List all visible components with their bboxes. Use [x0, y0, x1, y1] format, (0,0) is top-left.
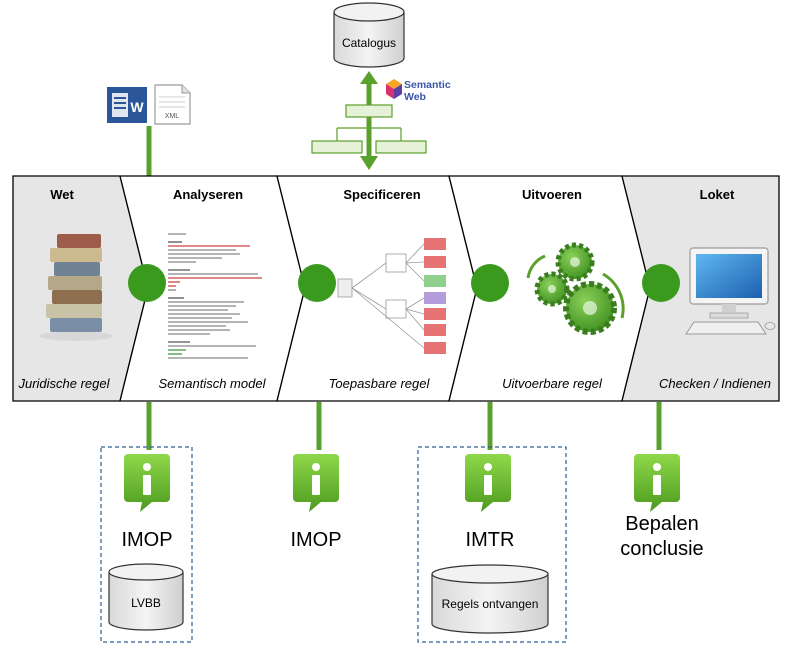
computer-icon [685, 247, 776, 335]
stage-uitvoeren-title: Uitvoeren [522, 187, 582, 202]
word-letter: W [130, 99, 144, 115]
info-icon-imop-2 [293, 454, 339, 512]
info-icon-imop-1 [124, 454, 170, 512]
stage-wet-title: Wet [50, 187, 74, 202]
imtr-label: IMTR [466, 529, 515, 551]
junction-circles [128, 264, 680, 302]
stage-specificeren-caption: Toepasbare regel [329, 376, 431, 391]
junction-analyseren-specificeren [298, 264, 336, 302]
bepalen-label-line1: Bepalen [625, 513, 698, 535]
semantic-web-line2: Web [404, 91, 426, 103]
stage-analyseren-caption: Semantisch model [159, 376, 267, 391]
stage-wet-caption: Juridische regel [17, 376, 110, 391]
stage-analyseren-title: Analyseren [173, 187, 243, 202]
semantic-web-logo: Semantic Web [386, 79, 451, 103]
bepalen-label-line2: conclusie [620, 538, 703, 560]
stage-specificeren-title: Specificeren [343, 187, 420, 202]
junction-uitvoeren-loket [642, 264, 680, 302]
decision-tree-thumbnail [337, 238, 446, 354]
stage-loket-caption: Checken / Indienen [659, 376, 771, 391]
semantic-web-cube-icon [386, 79, 402, 99]
regels-ontvangen-label: Regels ontvangen [442, 597, 539, 611]
imtr-dashed-group [417, 446, 567, 643]
regels-ontvangen-database: Regels ontvangen [431, 564, 549, 634]
junction-wet-analyseren [128, 264, 166, 302]
semantic-model-document-thumbnail [168, 233, 262, 359]
imop-dashed-group [100, 446, 193, 643]
imop-label-2: IMOP [290, 529, 341, 551]
imop-label-1: IMOP [121, 529, 172, 551]
junction-specificeren-uitvoeren [471, 264, 509, 302]
info-icon-bepalen [634, 454, 680, 512]
semantic-web-line1: Semantic [404, 79, 451, 91]
xml-label: XML [165, 113, 180, 120]
word-document-icon: W [107, 87, 147, 123]
lvbb-database: LVBB [108, 563, 184, 631]
stage-uitvoeren-caption: Uitvoerbare regel [502, 376, 603, 391]
xml-file-icon: XML [154, 84, 191, 125]
catalogus-label: Catalogus [342, 36, 396, 50]
gears-icon [526, 242, 625, 335]
stage-analyseren: Analyseren Semantisch model [119, 175, 306, 402]
stage-loket-title: Loket [700, 187, 735, 202]
lvbb-label: LVBB [131, 596, 161, 610]
catalogus-database: Catalogus [333, 2, 405, 68]
stage-loket: Loket Checken / Indienen [621, 175, 780, 402]
vertical-connectors [146, 126, 662, 450]
stage-wet: Wet Juridische regel [12, 175, 149, 402]
info-icon-imtr [465, 454, 511, 512]
semantic-tree [311, 104, 427, 154]
books-icon [40, 234, 112, 341]
